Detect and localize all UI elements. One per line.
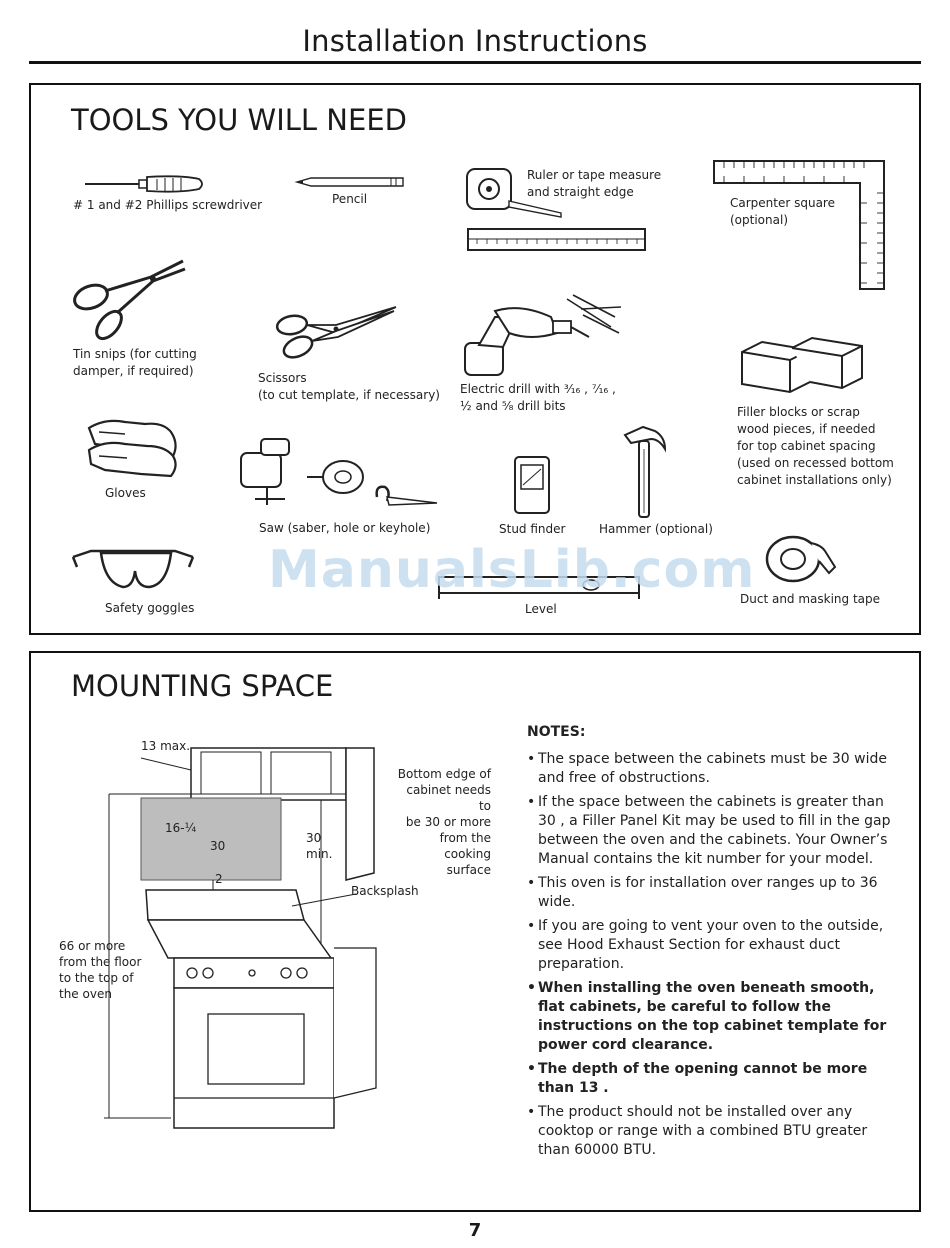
safety-goggles-icon bbox=[71, 549, 195, 589]
note-item: When installing the oven beneath smooth,… bbox=[527, 979, 897, 1055]
dim-bottom-edge: Bottom edge of cabinet needs to be 30 or… bbox=[397, 767, 491, 877]
notes: NOTES: The space between the cabinets mu… bbox=[527, 723, 897, 1165]
pencil-label: Pencil bbox=[332, 192, 368, 206]
stud-finder-icon bbox=[514, 456, 550, 514]
note-item: If the space between the cabinets is gre… bbox=[527, 793, 897, 869]
screwdriver-label: # 1 and #2 Phillips screwdriver bbox=[73, 198, 263, 212]
scissors-icon bbox=[275, 306, 397, 359]
dim-width: 30 bbox=[210, 839, 226, 853]
dim-gap: 2 bbox=[215, 872, 223, 886]
page-number: 7 bbox=[468, 1220, 482, 1241]
gloves-icon bbox=[87, 419, 177, 478]
filler-blocks-icon bbox=[741, 336, 863, 394]
dim-backsplash: Backsplash bbox=[351, 884, 419, 898]
hammer-label: Hammer (optional) bbox=[599, 522, 713, 536]
note-item: The space between the cabinets must be 3… bbox=[527, 750, 897, 788]
stud-finder-label: Stud finder bbox=[499, 522, 566, 536]
ruler-icon bbox=[467, 228, 646, 251]
tin-snips-icon bbox=[73, 259, 186, 341]
saw-label: Saw (saber, hole or keyhole) bbox=[259, 521, 431, 535]
note-item: If you are going to vent your oven to th… bbox=[527, 917, 897, 974]
tin-snips-label: Tin snips (for cutting damper, if requir… bbox=[73, 347, 197, 378]
tools-panel: TOOLS YOU WILL NEED # 1 and #2 Phillips … bbox=[29, 83, 921, 635]
tape-icon bbox=[765, 535, 837, 583]
gloves-label: Gloves bbox=[105, 486, 146, 500]
notes-heading: NOTES: bbox=[527, 724, 586, 740]
tape-label: Duct and masking tape bbox=[740, 592, 881, 606]
ruler-label: Ruler or tape measure and straight edge bbox=[527, 168, 662, 199]
tape-measure-icon bbox=[466, 168, 562, 218]
level-label: Level bbox=[525, 602, 557, 616]
saw-icon bbox=[240, 438, 438, 506]
screwdriver-icon bbox=[85, 175, 203, 193]
hammer-icon bbox=[623, 425, 667, 518]
carpenter-square-icon bbox=[713, 160, 885, 290]
note-item: The product should not be installed over… bbox=[527, 1103, 897, 1160]
watermark: ManualsLib.com bbox=[268, 540, 756, 600]
dim-floor-height: 66 or more from the floor to the top of … bbox=[59, 939, 142, 1001]
mounting-panel: MOUNTING SPACE 13 max. 1 bbox=[29, 651, 921, 1212]
note-item: The depth of the opening cannot be more … bbox=[527, 1060, 897, 1098]
scissors-label: Scissors (to cut template, if necessary) bbox=[258, 371, 440, 402]
safety-goggles-label: Safety goggles bbox=[105, 601, 195, 615]
drill-label: Electric drill with ³⁄₁₆ , ⁷⁄₁₆ , ½ and … bbox=[460, 382, 616, 413]
mounting-diagram bbox=[104, 747, 377, 1129]
dim-min-width: 30 min. bbox=[306, 831, 333, 861]
dim-height: 16-¼ bbox=[165, 821, 197, 835]
title-rule bbox=[29, 61, 921, 64]
drill-icon bbox=[464, 294, 622, 376]
level-icon bbox=[438, 576, 640, 599]
page-title: Installation Instructions bbox=[302, 24, 648, 58]
note-item: This oven is for installation over range… bbox=[527, 874, 897, 912]
dim-depth-max: 13 max. bbox=[141, 739, 191, 753]
mounting-heading: MOUNTING SPACE bbox=[71, 669, 334, 703]
pencil-icon bbox=[294, 177, 404, 187]
filler-blocks-label: Filler blocks or scrap wood pieces, if n… bbox=[737, 405, 894, 487]
tools-heading: TOOLS YOU WILL NEED bbox=[71, 103, 407, 137]
carpenter-square-label: Carpenter square (optional) bbox=[730, 196, 835, 227]
